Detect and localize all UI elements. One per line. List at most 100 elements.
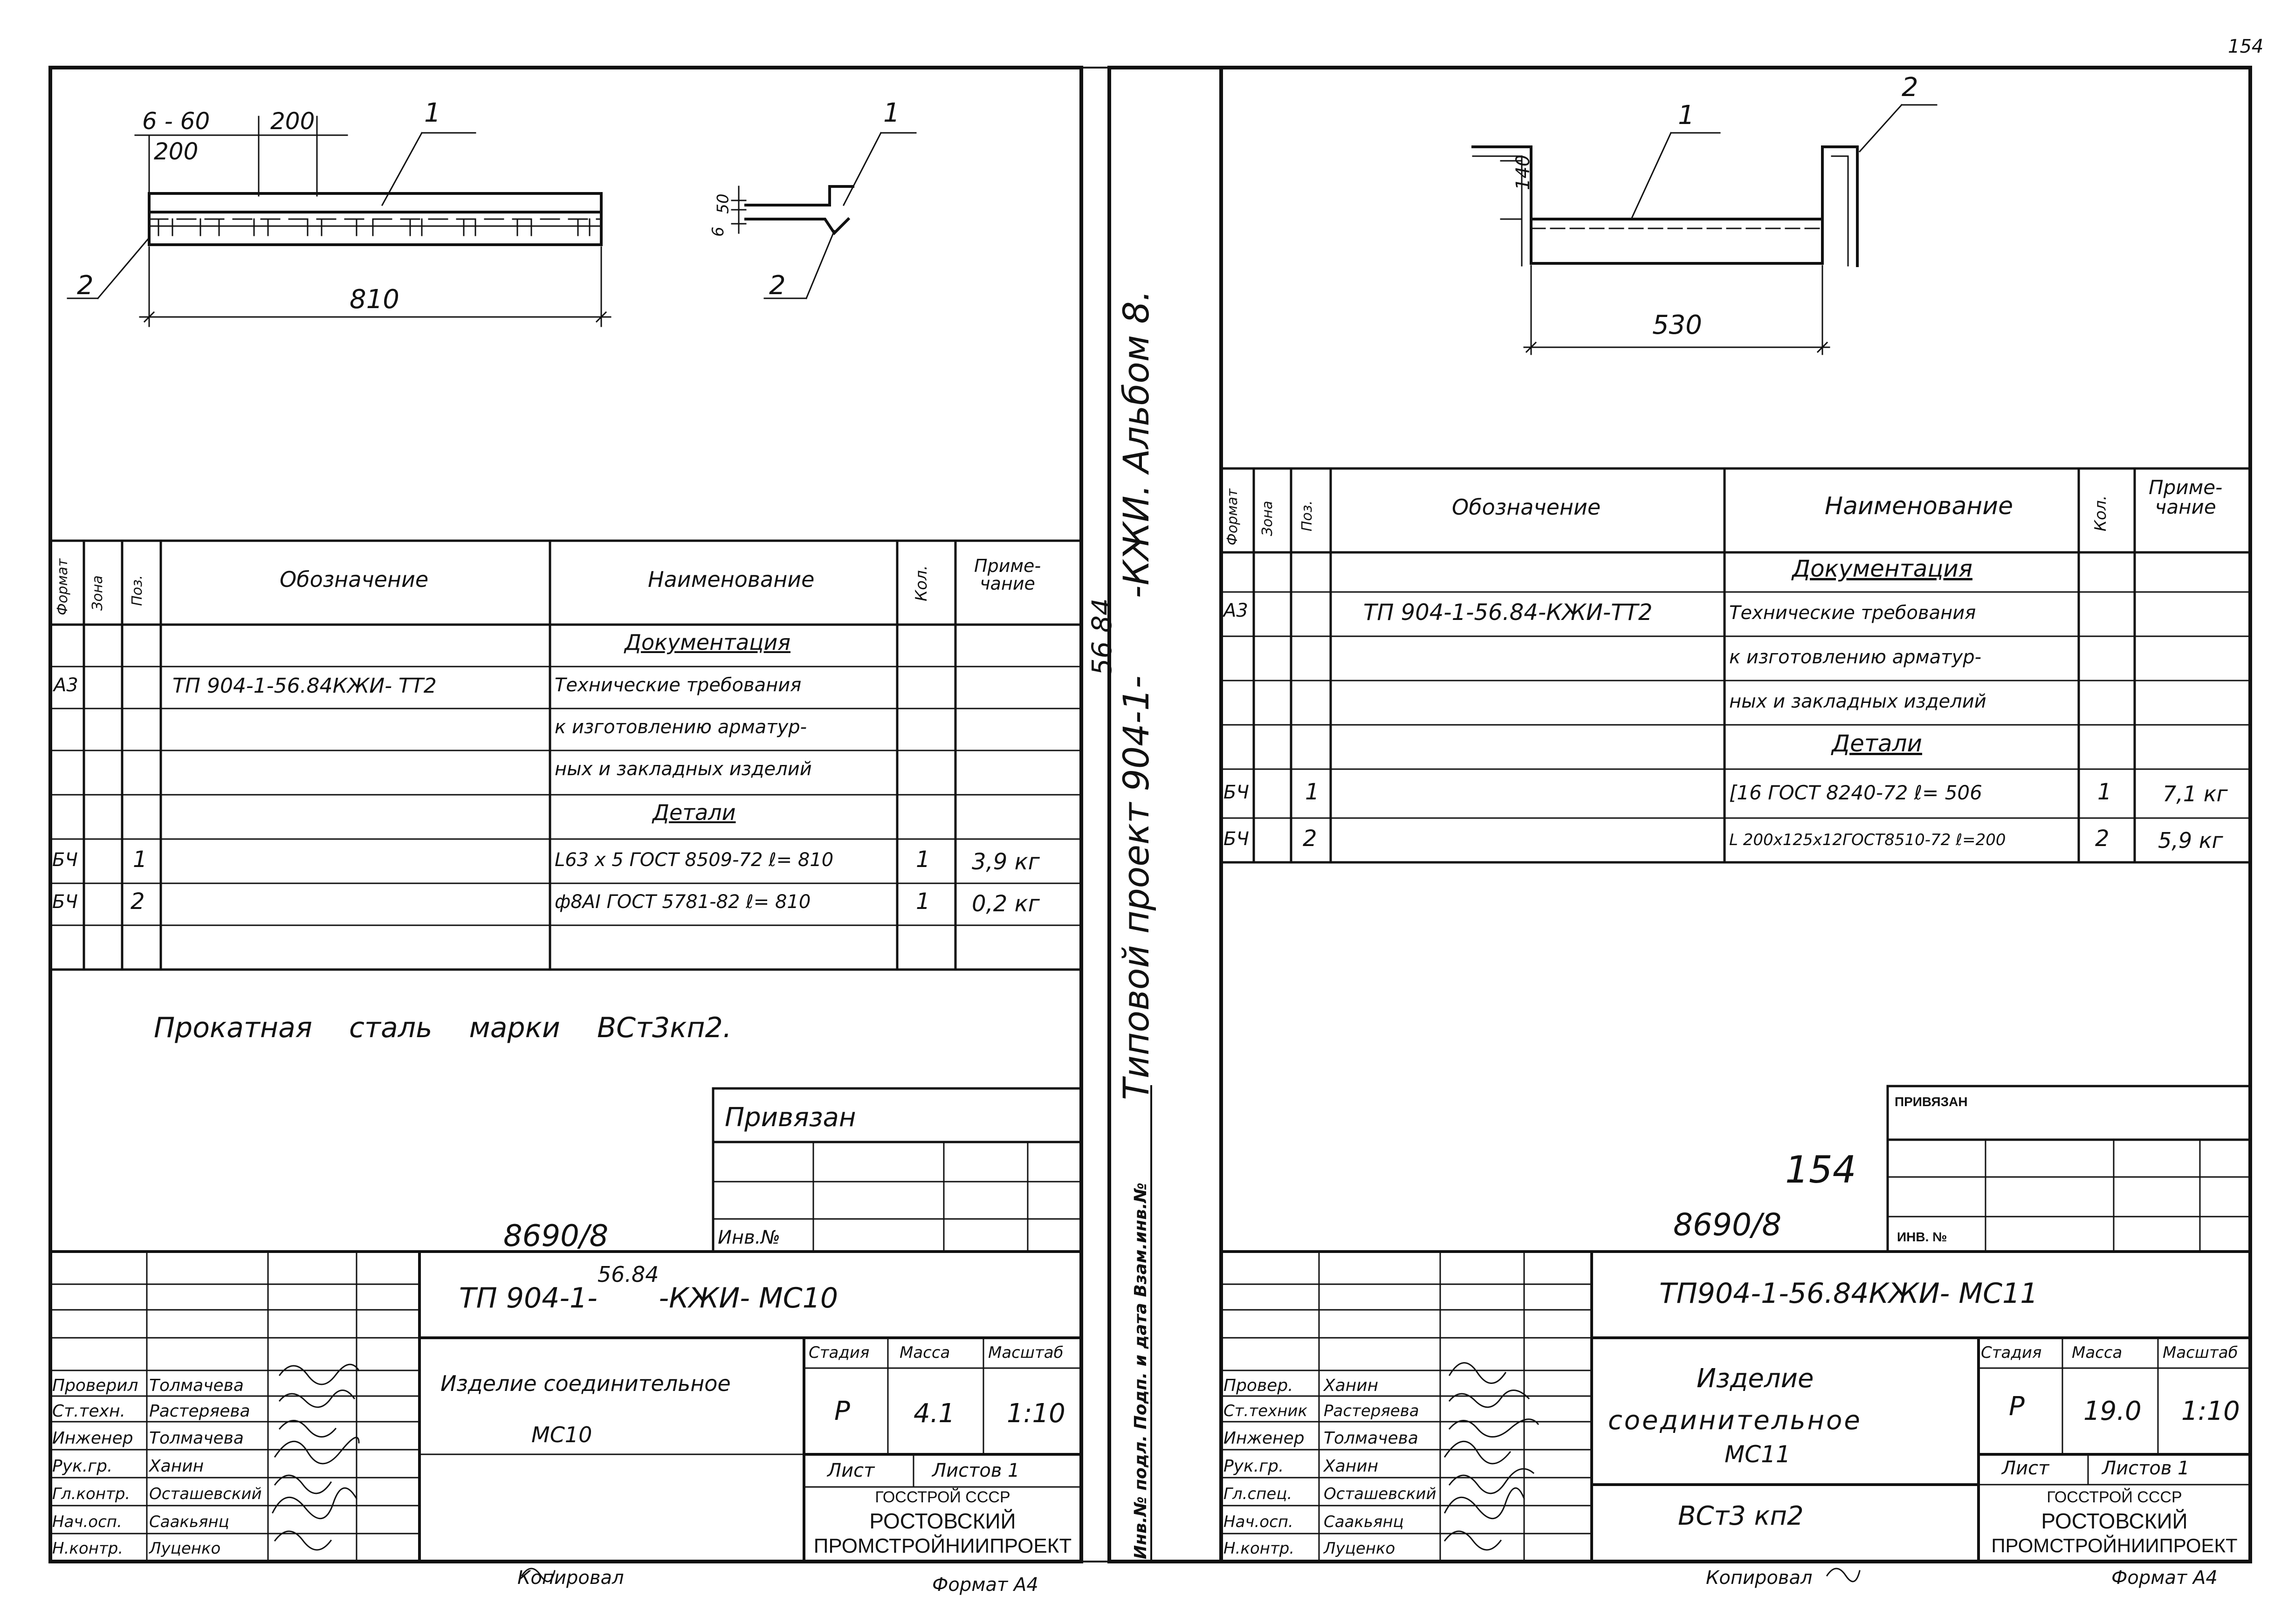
role-name: Толмачева (149, 1429, 244, 1448)
callout-2: 2 (77, 270, 94, 301)
item-code: МС10 (531, 1422, 592, 1447)
callout-1: 1 (1678, 100, 1695, 131)
role-name: Саакьянц (149, 1513, 229, 1531)
inv-label: Инв.№ (718, 1227, 780, 1248)
row-pos: 1 (133, 846, 147, 873)
role: Гл.контр. (52, 1485, 131, 1503)
hdr-zone: Зона (89, 575, 106, 611)
inv-label: ИНВ. № (1897, 1230, 1947, 1244)
role-name: Растеряева (1324, 1402, 1419, 1420)
row-name: к изготовлению арматур- (555, 716, 807, 738)
sheets-label: Листов 1 (2102, 1458, 2190, 1479)
hdr-designation: Обозначение (1452, 495, 1601, 520)
row-pos: 2 (131, 888, 145, 915)
stage-value: Р (2009, 1391, 2025, 1422)
page-number: 154 (2228, 36, 2264, 57)
format-label: Формат А4 (2111, 1567, 2218, 1589)
role: Ст.техн. (52, 1402, 125, 1421)
role-name: Растеряева (149, 1402, 250, 1421)
row-name: ных и закладных изделий (555, 758, 812, 780)
row-designation: ТП 904-1-56.84-КЖИ-ТТ2 (1363, 599, 1653, 626)
row-qty: 1 (916, 846, 930, 873)
scale-label: Масштаб (988, 1343, 1064, 1362)
stage-label: Стадия (1981, 1343, 2042, 1362)
role: Нач.осп. (1223, 1513, 1293, 1531)
copied-label: Копировал (517, 1567, 624, 1589)
item-name: Изделие соединительное (440, 1371, 731, 1396)
role: Ст.техник (1223, 1402, 1308, 1420)
role: Проверил (52, 1376, 138, 1395)
row-note: 0,2 кг (972, 891, 1040, 917)
row-format: БЧ (52, 891, 78, 913)
item-name-2: соединительное (1608, 1405, 1862, 1436)
callout-2: 2 (1902, 72, 1918, 103)
role: Инженер (52, 1429, 133, 1448)
role: Инженер (1223, 1429, 1305, 1448)
dim-spacing-sub: 200 (154, 138, 199, 165)
dim-spacing: 6 - 60 (142, 108, 210, 135)
role: Нач.осп. (52, 1513, 122, 1531)
role-name: Ханин (149, 1457, 204, 1476)
mass-value: 4.1 (914, 1398, 955, 1429)
dim-length: 810 (350, 284, 399, 315)
item-code: МС11 (1725, 1441, 1791, 1468)
album-title: Типовой проект 904-1-56.84-КЖИ. Альбом 8… (1086, 290, 1157, 1100)
dim-height: 140 (1512, 154, 1534, 191)
row-name: ф8АI ГОСТ 5781-82 ℓ= 810 (555, 891, 811, 913)
hdr-format: Формат (55, 558, 71, 615)
hdr-name: Наименование (1825, 492, 2013, 520)
row-format: БЧ (1223, 828, 1249, 850)
role-name: Толмачева (149, 1376, 244, 1395)
role: Рук.гр. (52, 1457, 113, 1476)
row-name: L63 х 5 ГОСТ 8509-72 ℓ= 810 (555, 849, 834, 871)
handwritten-page: 154 (1785, 1148, 1856, 1191)
role-name: Толмачева (1324, 1429, 1418, 1448)
scale-label: Масштаб (2163, 1343, 2238, 1362)
role: Провер. (1223, 1376, 1293, 1395)
sheet-label: Лист (2002, 1458, 2049, 1479)
signatures (271, 1362, 1861, 1583)
doc-code: ТП904-1-56.84КЖИ- МС11 (1659, 1277, 2038, 1310)
hdr-pos: Поз. (1299, 500, 1315, 531)
hdr-name: Наименование (648, 567, 815, 592)
org-line-3: ПРОМСТРОЙНИИПРОЕКТ (1991, 1535, 2238, 1556)
org-line-3: ПРОМСТРОЙНИИПРОЕКТ (813, 1535, 1072, 1557)
row-format: БЧ (52, 849, 78, 871)
section-callout-2: 2 (769, 270, 786, 301)
role-name: Ханин (1324, 1376, 1379, 1395)
privyazan-label: ПРИВЯЗАН (1895, 1094, 1968, 1109)
row-name: [16 ГОСТ 8240-72 ℓ= 506 (1729, 781, 1982, 804)
role-name: Саакьянц (1324, 1513, 1404, 1531)
hdr-note: Приме- чание (974, 556, 1041, 594)
copied-label: Копировал (1706, 1567, 1813, 1589)
row-name: Технические требования (1729, 602, 1976, 624)
row-note: 5,9 кг (2158, 828, 2223, 853)
callout-1: 1 (424, 98, 441, 128)
role: Рук.гр. (1223, 1457, 1284, 1476)
dim-gap: 200 (270, 108, 315, 135)
row-name: Документация (1792, 555, 1972, 582)
archive-stamp: Инв.№ подл. Подп. и дата Взам.инв.№ (1131, 1182, 1150, 1559)
steel-note: Прокатная сталь марки ВСт3кп2. (154, 1012, 732, 1044)
role-name: Луценко (149, 1539, 221, 1558)
drawing-number: 8690/8 (1673, 1207, 1782, 1243)
role-name: Луценко (1324, 1539, 1395, 1558)
row-note: 7,1 кг (2163, 781, 2228, 806)
row-qty: 2 (2095, 826, 2109, 852)
row-name: Детали (653, 800, 736, 825)
role: Н.контр. (1223, 1539, 1295, 1558)
item-name: Изделие (1697, 1363, 1814, 1394)
stage-label: Стадия (809, 1343, 870, 1362)
role: Гл.спец. (1223, 1485, 1292, 1503)
row-format: А3 (54, 674, 78, 696)
row-name: L 200х125х12ГОСТ8510-72 ℓ=200 (1729, 831, 2006, 849)
hdr-note: Приме- чание (2149, 476, 2223, 518)
hdr-designation: Обозначение (280, 567, 429, 592)
hdr-qty: Кол. (2091, 495, 2110, 531)
scale-value: 1:10 (2181, 1396, 2240, 1426)
material: ВСт3 кп2 (1678, 1501, 1804, 1531)
role-name: Ханин (1324, 1457, 1379, 1476)
sheet-label: Лист (827, 1460, 875, 1481)
row-format: БЧ (1223, 782, 1249, 803)
